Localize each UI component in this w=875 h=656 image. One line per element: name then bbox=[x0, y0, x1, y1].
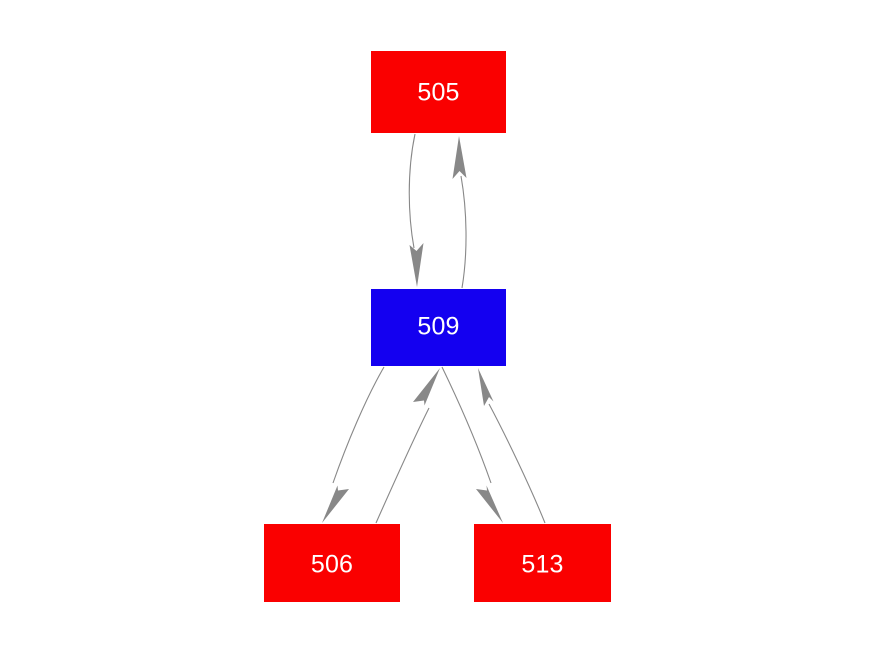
node-505-box bbox=[371, 51, 506, 133]
arrowhead-downright-icon bbox=[476, 485, 503, 523]
arrowhead-up-icon bbox=[452, 136, 467, 179]
edge-506-to-509[interactable] bbox=[375, 368, 440, 524]
node-505-label: 505 bbox=[417, 79, 459, 107]
node-509-label: 509 bbox=[417, 313, 459, 341]
node-506[interactable]: 506 bbox=[264, 524, 400, 602]
edge-line bbox=[332, 366, 385, 484]
edge-509-to-506[interactable] bbox=[322, 366, 385, 523]
edge-line bbox=[488, 403, 546, 524]
node-509-box bbox=[371, 289, 506, 366]
node-513[interactable]: 513 bbox=[474, 524, 611, 602]
arrowhead-down-icon bbox=[409, 243, 424, 287]
edge-513-to-509[interactable] bbox=[478, 368, 546, 524]
edge-line bbox=[375, 407, 430, 524]
edge-505-to-509[interactable] bbox=[408, 133, 424, 287]
node-513-box bbox=[474, 524, 611, 602]
node-513-label: 513 bbox=[521, 551, 563, 579]
arrowhead-upleft-icon bbox=[478, 368, 494, 406]
arrowhead-upright-icon bbox=[413, 368, 440, 406]
node-506-label: 506 bbox=[311, 551, 353, 579]
node-505[interactable]: 505 bbox=[371, 51, 506, 133]
node-group: 505 509 506 513 bbox=[264, 51, 611, 602]
edge-509-to-505[interactable] bbox=[452, 136, 467, 289]
arrowhead-downleft-icon bbox=[322, 485, 349, 523]
node-506-box bbox=[264, 524, 400, 602]
edge-line bbox=[441, 366, 492, 484]
edge-group bbox=[322, 133, 546, 524]
node-509[interactable]: 509 bbox=[371, 289, 506, 366]
edge-509-to-513[interactable] bbox=[441, 366, 503, 523]
edge-line bbox=[408, 133, 416, 249]
edge-line bbox=[460, 175, 467, 289]
